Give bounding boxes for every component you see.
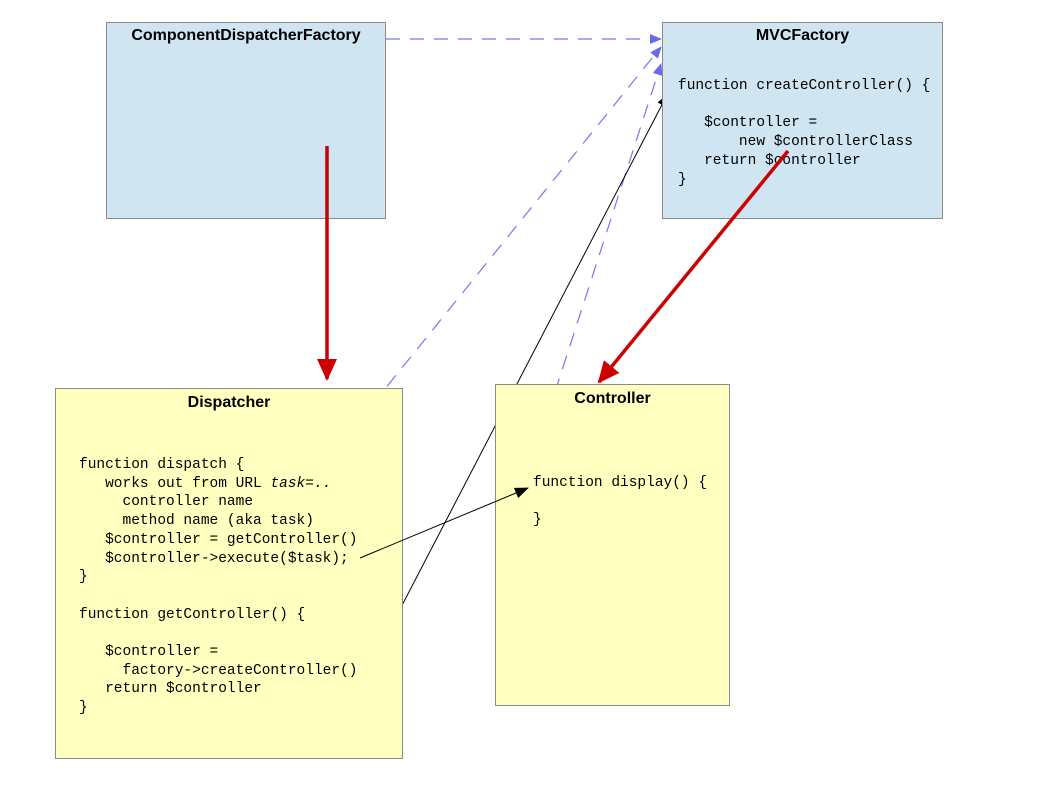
code-line: factory->createController() [79, 662, 358, 679]
code-line: new $controllerClass [678, 134, 913, 151]
dispatcher-title: Dispatcher [187, 394, 271, 411]
code-line: method name (aka task) [79, 513, 314, 530]
code-line: } [79, 700, 88, 717]
dependency-arrow-dispatcher-to-mvcfactory [371, 46, 662, 406]
controller-title: Controller [574, 390, 651, 407]
code-line: function dispatch { [79, 457, 245, 473]
component-dispatcher-factory-title: ComponentDispatcherFactory [131, 27, 361, 44]
code-line: function display() { [533, 475, 708, 491]
dispatcher-code: function dispatch { works out from URL t… [79, 456, 357, 718]
code-line: return $controller [79, 681, 262, 698]
mvc-factory-title: MVCFactory [755, 27, 850, 44]
code-line: return $controller [678, 152, 861, 169]
code-line: } [533, 512, 542, 529]
code-line: $controller->execute($task); [79, 550, 349, 567]
code-line: function getController() { [79, 606, 306, 623]
code-line: $controller = [79, 644, 219, 661]
code-line: controller name [79, 494, 254, 511]
dependency-arrow-controller-to-mvcfactory [554, 63, 663, 393]
mvc-factory-code: function createController() { $controlle… [678, 77, 930, 189]
component-dispatcher-factory-box: ComponentDispatcherFactory [106, 22, 386, 219]
code-line: } [678, 171, 687, 188]
task-param: task=.. [270, 475, 332, 492]
dispatcher-box: Dispatcher function dispatch { works out… [55, 388, 403, 759]
code-line: } [79, 569, 88, 586]
controller-code: function display() { } [533, 474, 707, 530]
code-line: works out from URL [79, 475, 271, 492]
code-line: $controller = getController() [79, 531, 358, 548]
mvc-factory-box: MVCFactory function createController() {… [662, 22, 943, 219]
code-line: $controller = [678, 115, 818, 132]
controller-box: Controller function display() { } [495, 384, 730, 706]
code-line: function createController() { [678, 78, 931, 94]
